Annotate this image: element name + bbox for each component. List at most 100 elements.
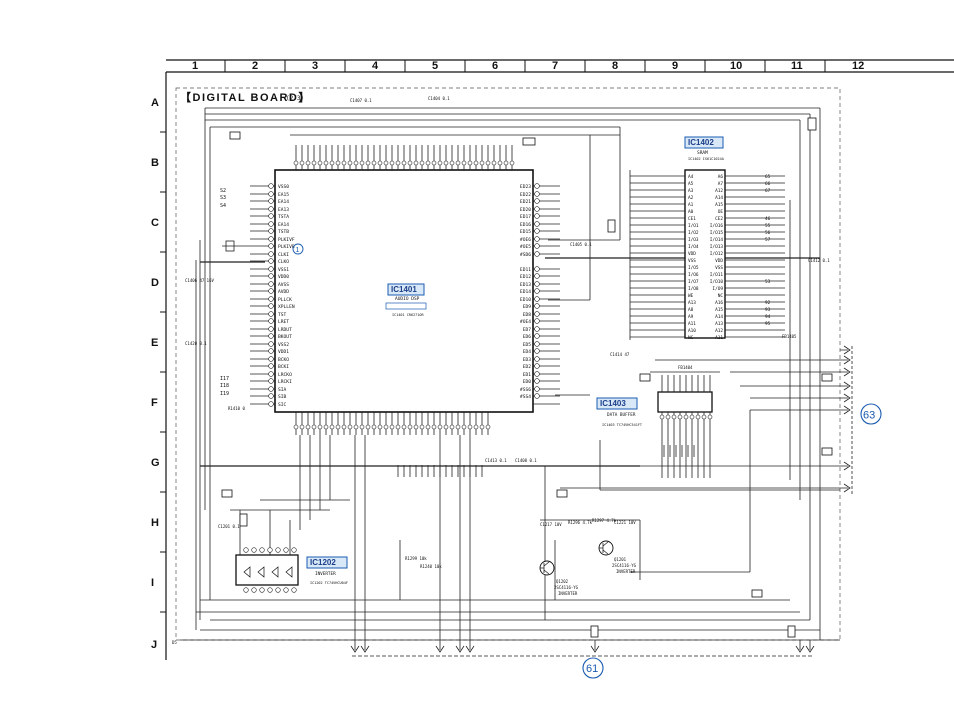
ic1402-pin-label: I/O1	[688, 223, 699, 229]
ic1402-pin-label: CE1	[688, 216, 696, 222]
ic1403-desc: DATA BUFFER	[607, 412, 636, 418]
ic1401-pin-label: CLKI	[278, 252, 289, 258]
ic1401-pin-label: ED16	[520, 222, 531, 228]
ic1202-ref-box	[306, 556, 348, 569]
ic1401-pin-label: VSS0	[278, 184, 289, 190]
ic1402-pin-label: I/O3	[688, 237, 699, 243]
ic1402-pin-label: VSS	[715, 265, 723, 271]
grid-frame	[165, 59, 954, 660]
ic1401-pin-label: ED17	[520, 214, 531, 220]
ic1401-pin-label: #OE5	[520, 244, 531, 250]
ic1402-pin-label: A14	[715, 195, 723, 201]
col-label: 2	[252, 60, 258, 72]
ic1402-ref-box	[684, 136, 724, 149]
ic1401-pin-label: LRCKO	[278, 372, 292, 378]
ic1402-pin-label: A12	[715, 328, 723, 334]
col-label: 1	[192, 60, 198, 72]
row-label: E	[151, 337, 158, 349]
ic1402-pin-label: I/O2	[688, 230, 699, 236]
ic1402-pin-label: I/O12	[710, 251, 724, 257]
pin1-marker-label: 1	[296, 247, 300, 254]
left-component-labels: C1406 47 16V C1420 0.1 R1410 0	[185, 278, 245, 411]
net-label: 66	[765, 181, 771, 187]
ic1401-pin-label: VDD1	[278, 349, 289, 355]
ic1401-pin-label: AVSS	[278, 282, 289, 288]
cap-label: C1217 10V	[540, 522, 562, 527]
ic1401-pin-label: BCKI	[278, 364, 289, 370]
crystal-x1401	[222, 240, 250, 252]
ic1401-pin-label: ED20	[520, 207, 531, 213]
q1202: Q1202 2SC4116-YG INVERTER	[539, 560, 579, 596]
row-label: F	[151, 397, 158, 409]
cap-label: C1407 0.1	[350, 98, 372, 103]
ic1402-pin-label: I/O8	[688, 286, 699, 292]
ic1402-pin-label: I/O6	[688, 272, 699, 278]
row-j-ref: D5	[172, 640, 177, 645]
ic1401-pin-label: ED2	[523, 364, 532, 370]
ic1402-pin-label: I/O11	[710, 272, 724, 278]
connector-61-label: 61	[586, 663, 598, 675]
q1202-part: 2SC4116-YG	[554, 585, 579, 590]
res-label: FB1405	[782, 334, 797, 339]
ic1401-pin-label: VDD0	[278, 274, 289, 280]
ic1402-pin-label: VDD	[715, 258, 723, 264]
ic1402-pin-label: A5	[688, 181, 694, 187]
col-label: 6	[492, 60, 498, 72]
cap-label: C1405 0.1	[570, 242, 592, 247]
col-label: 5	[432, 60, 438, 72]
net-label: 94	[765, 314, 771, 320]
ic1401-pin-label: ED9	[523, 304, 532, 310]
q1201-ref: Q1201	[614, 557, 627, 562]
ic1401-ref: IC1401	[391, 285, 417, 294]
ic1402-pin-label: A0	[688, 209, 694, 215]
ic1401-pin-label: BCKO	[278, 357, 289, 363]
q1202-desc: INVERTER	[558, 591, 578, 596]
ic1401-top-pins	[295, 145, 513, 170]
ic1401-pin-label: ED4	[523, 349, 532, 355]
cap-label: C1406 47 16V	[185, 278, 214, 283]
q1202-ref: Q1202	[556, 579, 569, 584]
ic1401-bottom-pin-dots	[293, 424, 491, 430]
ic1402-right-pins: A6 A7 A12 A14 A15 OE CE2 I/O16 I/O15 I/O…	[710, 174, 785, 341]
net-label: 57	[765, 237, 771, 243]
ic1402-pin-label: CE2	[715, 216, 723, 222]
ic1402-pin-label: A8	[688, 307, 694, 313]
ic1402-pin-label: A16	[715, 300, 723, 306]
ic1402-pin-label: VDD	[688, 251, 696, 257]
ic1401-pin-label: ED13	[520, 282, 531, 288]
ic1402-pin-label: A11	[715, 335, 723, 341]
board-outline	[175, 87, 841, 641]
ic1402-pin-label: A11	[688, 321, 696, 327]
ic1402-pin-label: I/O13	[710, 244, 724, 250]
ic1401-pin-label: LRET	[278, 319, 289, 325]
ic1402-ref: IC1402	[688, 138, 714, 147]
net-label: I18	[220, 383, 229, 389]
ic1401-pin-label: ED0	[523, 379, 532, 385]
wires	[180, 107, 840, 641]
res-label: R1296 4.7k	[568, 520, 593, 525]
ic1401-pin-label: SIB	[278, 394, 287, 400]
res-label: R1297 4.7k	[592, 518, 617, 523]
ic1402-part: IC1402 IS61C1024A	[688, 157, 725, 161]
ic1401-pin-label: ED23	[520, 184, 531, 190]
ic1402-pin-label: I/O7	[688, 279, 699, 285]
connector-63-marker: 63	[860, 403, 882, 425]
ic1402-pin-label: A2	[688, 195, 694, 201]
cap-label: C1412 0.1	[808, 258, 830, 263]
ic1401-pin-label: ED21	[520, 199, 531, 205]
ic1401-pin-label: AVDD	[278, 289, 289, 295]
ic1402-pin-label: A9	[688, 314, 694, 320]
col-label: 9	[672, 60, 678, 72]
ic1402-pin-label: I/O15	[710, 230, 724, 236]
row-label: B	[151, 157, 159, 169]
ic1402-pin-label: A15	[715, 202, 723, 208]
ic1401-pin-label: VSS1	[278, 267, 289, 273]
ic1401-part: IC1401 CR6271OR	[392, 313, 425, 317]
left-net-labels: S2 S3 S4 I17 I18 I19	[220, 188, 229, 397]
ic1401-pin-label: TSTA	[278, 214, 289, 220]
net-label: I19	[220, 391, 229, 397]
ic1401-pin-label: EA14	[278, 199, 289, 205]
ic1401-pin-label: VSS2	[278, 342, 289, 348]
ic1402-pin-label: A4	[688, 174, 694, 180]
col-label: 3	[312, 60, 318, 72]
